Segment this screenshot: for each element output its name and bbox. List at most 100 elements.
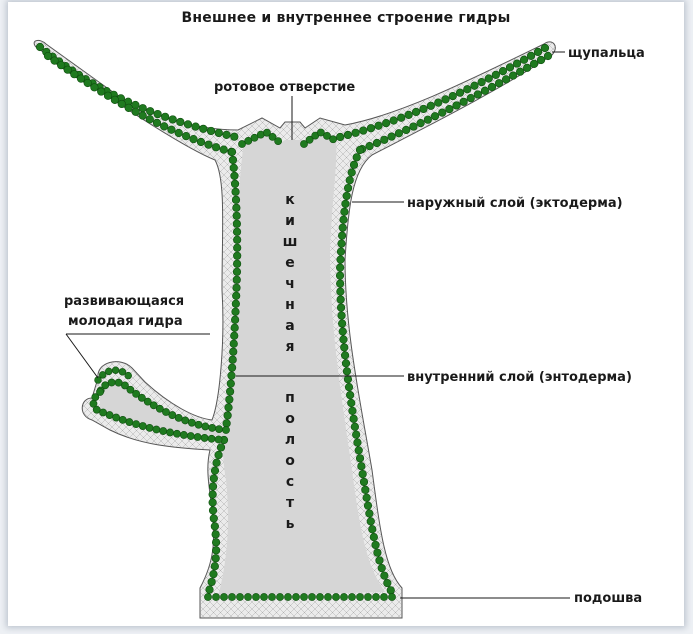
endoderm-cell	[212, 555, 220, 563]
endoderm-cell	[197, 138, 205, 146]
endoderm-cell	[139, 104, 147, 112]
endoderm-cell	[212, 593, 219, 600]
endoderm-cell	[233, 276, 241, 284]
endoderm-cell	[195, 421, 202, 428]
endoderm-cell	[208, 578, 216, 586]
endoderm-cell	[231, 324, 239, 332]
endoderm-cell	[212, 143, 220, 151]
endoderm-cell	[284, 593, 291, 600]
endoderm-cell	[215, 436, 222, 443]
endoderm-cell	[202, 423, 209, 430]
endoderm-cell	[353, 153, 361, 161]
endoderm-cell	[449, 92, 457, 100]
endoderm-cell	[184, 121, 192, 129]
endoderm-cell	[252, 593, 259, 600]
endoderm-cell	[364, 593, 371, 600]
endoderm-cell	[492, 71, 500, 79]
endoderm-cell	[132, 421, 139, 428]
endoderm-cell	[175, 414, 182, 421]
endoderm-cell	[199, 125, 207, 133]
endoderm-cell	[417, 119, 425, 127]
endoderm-cell	[343, 192, 351, 200]
endoderm-cell	[154, 110, 162, 118]
endoderm-cell	[276, 593, 283, 600]
endoderm-cell	[233, 220, 241, 228]
endoderm-cell	[213, 459, 221, 467]
endoderm-cell	[233, 236, 241, 244]
endoderm-cell	[380, 136, 388, 144]
endoderm-cell	[427, 102, 435, 110]
endoderm-cell	[348, 169, 356, 177]
endoderm-cell	[344, 131, 352, 139]
endoderm-cell	[380, 593, 387, 600]
endoderm-cell	[354, 439, 362, 447]
endoderm-cell	[537, 56, 545, 64]
endoderm-cell	[412, 108, 420, 116]
endoderm-cell	[541, 44, 549, 52]
endoderm-cell	[402, 126, 410, 134]
endoderm-cell	[340, 216, 348, 224]
endoderm-cell	[460, 98, 468, 106]
endoderm-cell	[84, 79, 92, 87]
endoderm-cell	[360, 127, 368, 135]
endoderm-cell	[230, 340, 238, 348]
endoderm-cell	[356, 146, 364, 154]
endoderm-cell	[231, 180, 239, 188]
endoderm-cell	[77, 75, 85, 83]
endoderm-cell	[363, 494, 371, 502]
endoderm-cell	[225, 404, 233, 412]
endoderm-cell	[228, 364, 236, 372]
endoderm-cell	[233, 260, 241, 268]
endoderm-cell	[527, 52, 535, 60]
endoderm-cell	[210, 475, 218, 483]
endoderm-cell	[220, 593, 227, 600]
endoderm-cell	[375, 122, 383, 130]
endoderm-cell	[211, 562, 219, 570]
endoderm-cell	[513, 60, 521, 68]
endoderm-cell	[139, 112, 147, 120]
endoderm-cell	[530, 60, 538, 68]
endoderm-cell	[358, 462, 366, 470]
endoderm-cell	[231, 316, 239, 324]
endoderm-cell	[92, 394, 99, 401]
endoderm-cell	[434, 99, 442, 107]
endoderm-cell	[336, 272, 344, 280]
endoderm-cell	[230, 164, 238, 172]
endoderm-cell	[232, 292, 240, 300]
endoderm-cell	[372, 593, 379, 600]
endoderm-cell	[463, 85, 471, 93]
endoderm-cell	[233, 212, 241, 220]
endoderm-cell	[474, 91, 482, 99]
endoderm-cell	[220, 146, 228, 154]
endoderm-cell	[36, 43, 44, 51]
endoderm-cell	[388, 593, 395, 600]
endoderm-cell	[453, 102, 461, 110]
endoderm-cell	[342, 360, 350, 368]
endoderm-cell	[126, 418, 133, 425]
endoderm-cell	[359, 470, 367, 478]
endoderm-cell	[177, 118, 185, 126]
endoderm-cell	[367, 124, 375, 132]
endoderm-cell	[212, 531, 220, 539]
endoderm-cell	[356, 593, 363, 600]
endoderm-cell	[340, 336, 348, 344]
endoderm-cell	[233, 228, 241, 236]
endoderm-cell	[495, 79, 503, 87]
endoderm-cell	[324, 593, 331, 600]
endoderm-cell	[226, 396, 234, 404]
endoderm-cell	[233, 204, 241, 212]
endoderm-cell	[205, 141, 213, 149]
endoderm-cell	[481, 87, 489, 95]
endoderm-cell	[338, 240, 346, 248]
endoderm-cell	[372, 541, 380, 549]
endoderm-cell	[173, 430, 180, 437]
endoderm-cell	[190, 135, 198, 143]
endoderm-cell	[351, 423, 359, 431]
endoderm-cell	[188, 419, 195, 426]
endoderm-cell	[467, 94, 475, 102]
endoderm-cell	[344, 375, 352, 383]
endoderm-cell	[349, 407, 357, 415]
endoderm-cell	[268, 593, 275, 600]
endoderm-cell	[337, 256, 345, 264]
endoderm-cell	[520, 56, 528, 64]
